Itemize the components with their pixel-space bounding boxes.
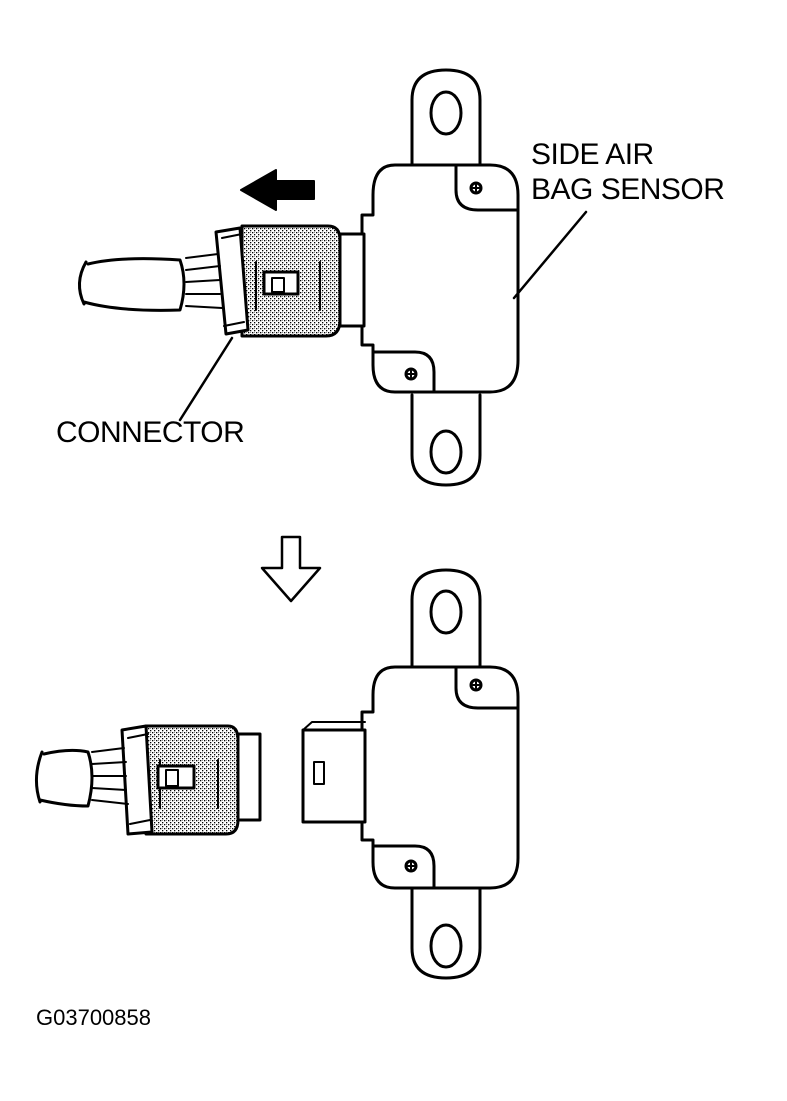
- screw-head-icon: [404, 367, 418, 381]
- wire-bundle-upper: [185, 253, 223, 309]
- wire-bundle-lower: [91, 747, 129, 805]
- sensor-bottom-mount-tab-upper: [410, 393, 482, 487]
- side-air-bag-sensor-lower: [360, 665, 520, 890]
- figure-code: G03700858: [36, 1005, 151, 1030]
- sensor-bottom-mount-tab-lower: [410, 878, 482, 980]
- screw-head-icon: [404, 859, 418, 873]
- sensor-receptacle-lower: [301, 721, 367, 824]
- sensor-label-line1: SIDE AIR: [531, 138, 654, 171]
- screw-head-icon: [469, 181, 483, 195]
- cable-jacket-lower: [38, 748, 94, 808]
- sensor-label-line2: BAG SENSOR: [531, 173, 725, 206]
- connector-leader-line: [178, 336, 234, 422]
- sensor-receptacle-upper: [338, 232, 366, 328]
- cable-jacket-upper: [82, 257, 186, 312]
- connector-lower: [120, 724, 262, 836]
- sensor-leader-line: [512, 210, 588, 300]
- arrow-down-outline-icon: [260, 535, 322, 603]
- connector-upper: [214, 224, 342, 338]
- screw-head-icon: [469, 678, 483, 692]
- top-assembly: [78, 68, 588, 487]
- side-air-bag-sensor-upper: [360, 163, 520, 394]
- sensor-top-mount-tab-lower: [410, 568, 482, 672]
- connector-label: CONNECTOR: [56, 416, 245, 449]
- arrow-left-filled-icon: [240, 169, 315, 211]
- sensor-top-mount-tab-upper: [410, 68, 482, 172]
- bottom-assembly: [35, 568, 520, 980]
